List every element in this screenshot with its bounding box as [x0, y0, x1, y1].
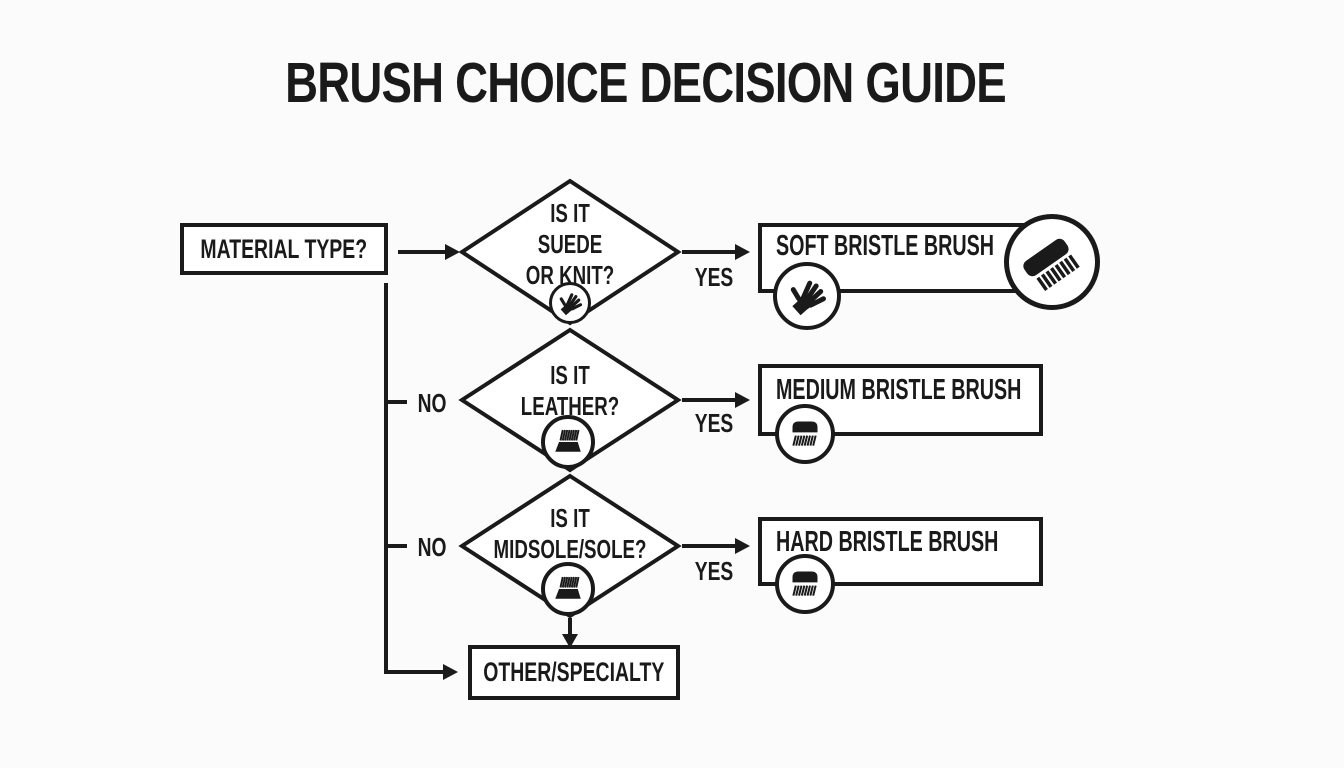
arrowhead-fallback-top — [562, 634, 578, 648]
arrowhead-start — [445, 244, 460, 260]
arrowhead-yes-3 — [735, 538, 750, 554]
decision-1-line: IS IT — [550, 198, 590, 228]
brush-bristles-up-icon — [555, 429, 581, 452]
start-node-label: MATERIAL TYPE? — [200, 233, 368, 264]
result-label-medium: MEDIUM BRISTLE BRUSH — [776, 374, 1022, 406]
brush-bristles-down-icon — [792, 421, 818, 446]
arrowhead-yes-2 — [735, 392, 750, 408]
no-label-1: NO — [417, 388, 447, 418]
decision-3-line: IS IT — [550, 503, 590, 533]
page-title: BRUSH CHOICE DECISION GUIDE — [0, 54, 1290, 112]
decision-2-question: IS IT LEATHER? — [491, 360, 649, 422]
decision-2-line: IS IT — [550, 360, 590, 390]
glove-icon — [790, 280, 826, 316]
result-label-hard: HARD BRISTLE BRUSH — [776, 526, 999, 558]
result-soft-brush-badge — [1004, 214, 1100, 310]
yes-label-3: YES — [694, 556, 734, 586]
decision-1-badge — [549, 282, 591, 324]
decision-2-badge — [541, 415, 595, 469]
brush-bristles-up-icon — [555, 576, 581, 599]
start-node: MATERIAL TYPE? — [180, 223, 388, 275]
yes-label-2: YES — [694, 408, 734, 438]
result-soft-badge — [773, 262, 841, 330]
page-title-text: BRUSH CHOICE DECISION GUIDE — [284, 51, 1007, 115]
yes-label-1: YES — [694, 262, 734, 292]
fallback-node: OTHER/SPECIALTY — [468, 645, 680, 700]
decision-3-line: MIDSOLE/SOLE? — [493, 534, 647, 564]
decision-3-badge — [541, 562, 595, 616]
brush-bristles-down-icon — [792, 571, 818, 596]
decision-3-question: IS IT MIDSOLE/SOLE? — [491, 503, 649, 565]
decision-diamond-2 — [458, 327, 682, 473]
result-hard-badge — [775, 554, 835, 614]
decision-diamond-3 — [458, 473, 682, 619]
decision-1-line: SUEDE — [537, 229, 603, 259]
no-label-2: NO — [417, 532, 447, 562]
result-label-soft: SOFT BRISTLE BRUSH — [776, 230, 995, 262]
glove-icon — [559, 293, 583, 316]
arrowhead-yes-1 — [735, 244, 750, 260]
arrowhead-fallback-left — [443, 664, 458, 680]
decision-1-question: IS IT SUEDE OR KNIT? — [491, 198, 649, 291]
result-medium-badge — [775, 404, 835, 464]
fallback-node-label: OTHER/SPECIALTY — [483, 657, 665, 687]
scrub-brush-diagonal-icon — [1023, 238, 1080, 292]
edge-no-trunk — [384, 283, 444, 674]
